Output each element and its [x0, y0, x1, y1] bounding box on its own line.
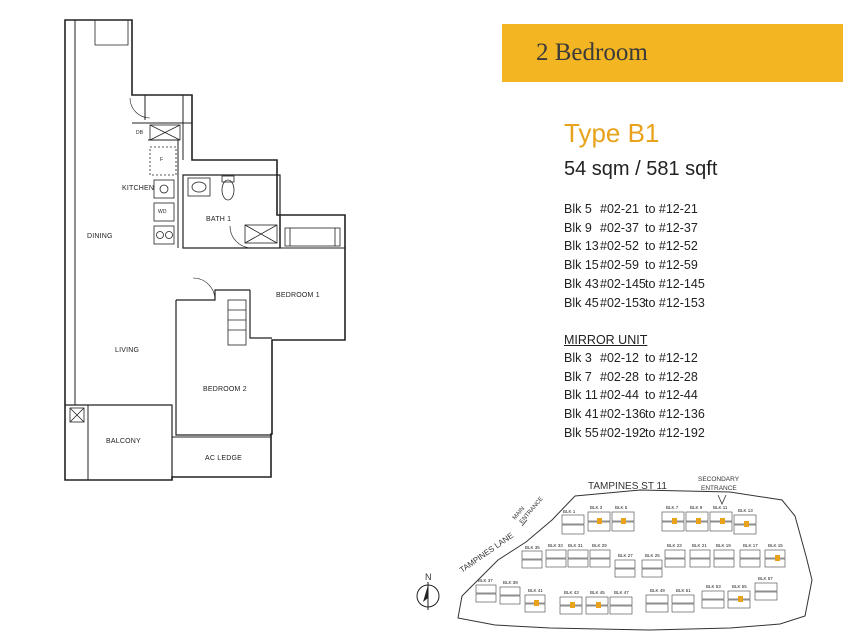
unit-area: 54 sqm / 581 sqft [564, 158, 718, 180]
blk-label: BLK 51 [676, 588, 691, 593]
blk-label: BLK 45 [590, 590, 605, 595]
road-tampines-lane: TAMPINES LANE [458, 531, 515, 575]
blk-label: BLK 43 [564, 590, 579, 595]
room-label-db: DB [136, 130, 144, 136]
secondary-entrance-line1: SECONDARY [698, 476, 740, 483]
room-label-balcony: BALCONY [106, 438, 141, 445]
blk-label: BLK 5 [615, 505, 628, 510]
blk-label: BLK 1 [563, 509, 576, 514]
list-item: Blk 43#02-145to #12-145 [564, 276, 705, 291]
blk-label: BLK 9 [690, 505, 703, 510]
blk-label: BLK 19 [716, 543, 731, 548]
blk-label: BLK 35 [525, 545, 540, 550]
title-banner [502, 24, 843, 82]
room-label-wd: WD [158, 209, 167, 215]
north-label: N [425, 572, 432, 582]
block-labels: BLK 1 BLK 3 BLK 5 BLK 7 BLK 9 BLK 11 BLK… [478, 505, 783, 595]
blk-label: BLK 27 [618, 553, 633, 558]
blk-label: BLK 49 [650, 588, 665, 593]
room-label-dining: DINING [87, 233, 113, 240]
room-label-kitchen: KITCHEN [122, 185, 155, 192]
blk-label: BLK 31 [568, 543, 583, 548]
blk-label: BLK 39 [503, 580, 518, 585]
blk-label: BLK 33 [548, 543, 563, 548]
page-title: 2 Bedroom [536, 39, 648, 66]
blk-label: BLK 25 [645, 553, 660, 558]
floor-plan-outline [64, 19, 346, 481]
blk-label: BLK 7 [666, 505, 679, 510]
secondary-entrance-line2: ENTRANCE [701, 485, 737, 492]
blk-label: BLK 11 [713, 505, 728, 510]
site-plan: TAMPINES ST 11 TAMPINES LANE MAIN ENTRAN… [416, 476, 813, 631]
blk-label: BLK 29 [592, 543, 607, 548]
highlighted-unit-markers [534, 518, 780, 608]
room-label-f: F [160, 157, 164, 163]
blk-label: BLK 15 [768, 543, 783, 548]
room-label-ac-ledge: AC LEDGE [205, 455, 242, 462]
blk-label: BLK 3 [590, 505, 603, 510]
blk-label: BLK 17 [743, 543, 758, 548]
room-label-bedroom1: BEDROOM 1 [276, 292, 320, 299]
room-label-living: LIVING [115, 347, 140, 354]
road-tampines-st-11: TAMPINES ST 11 [588, 481, 667, 492]
room-label-bath: BATH 1 [206, 216, 232, 223]
room-label-bedroom2: BEDROOM 2 [203, 386, 247, 393]
blk-label: BLK 37 [478, 578, 493, 583]
north-arrow-icon [416, 582, 440, 610]
blk-label: BLK 55 [732, 584, 747, 589]
floor-plan [64, 19, 346, 481]
blk-label: BLK 23 [667, 543, 682, 548]
blk-label: BLK 57 [758, 576, 773, 581]
blk-label: BLK 41 [528, 588, 543, 593]
list-item: Blk 55#02-192to #12-192 [564, 425, 705, 440]
list-item: Blk 45#02-153to #12-153 [564, 295, 705, 310]
list-item: Blk 41#02-136to #12-136 [564, 407, 705, 422]
blk-label: BLK 53 [706, 584, 721, 589]
building-footprints [475, 511, 786, 615]
blk-label: BLK 13 [738, 508, 753, 513]
blk-label: BLK 21 [692, 543, 707, 548]
site-boundary [457, 489, 813, 631]
mirror-unit-heading: MIRROR UNIT [564, 333, 648, 347]
unit-type-title: Type B1 [564, 118, 660, 148]
blk-label: BLK 47 [614, 590, 629, 595]
